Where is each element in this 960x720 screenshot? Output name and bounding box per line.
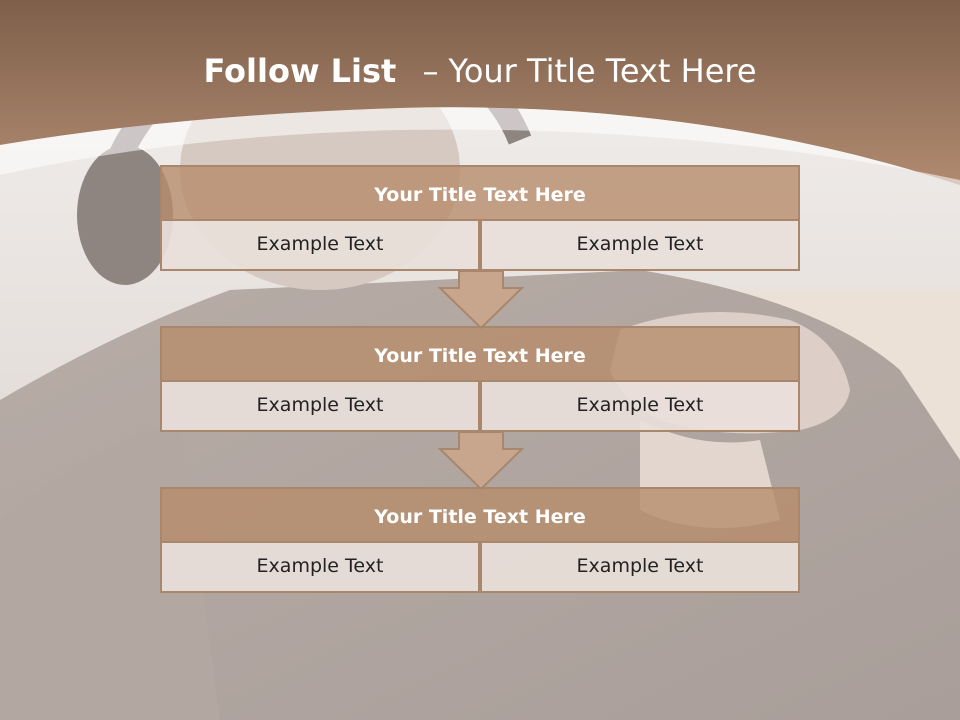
step-title: Your Title Text Here	[160, 326, 800, 382]
step-row: Example Text Example Text	[160, 221, 800, 271]
step-title: Your Title Text Here	[160, 165, 800, 221]
step-cell-left: Example Text	[160, 543, 480, 593]
step-cell-right: Example Text	[480, 221, 800, 271]
step-box-2: Your Title Text Here Example Text Exampl…	[160, 326, 800, 432]
slide-title-rest: Your Title Text Here	[448, 52, 757, 90]
step-cell-right: Example Text	[480, 543, 800, 593]
header-band	[0, 0, 960, 185]
slide-title-bold: Follow List	[203, 52, 397, 90]
slide-title-separator: –	[422, 52, 439, 90]
slide-title: Follow List –Your Title Text Here	[0, 52, 960, 90]
down-arrow-icon	[438, 431, 524, 491]
down-arrow-icon	[438, 270, 524, 330]
step-title: Your Title Text Here	[160, 487, 800, 543]
step-row: Example Text Example Text	[160, 382, 800, 432]
step-cell-left: Example Text	[160, 382, 480, 432]
step-cell-right: Example Text	[480, 382, 800, 432]
step-row: Example Text Example Text	[160, 543, 800, 593]
step-box-3: Your Title Text Here Example Text Exampl…	[160, 487, 800, 593]
step-cell-left: Example Text	[160, 221, 480, 271]
step-box-1: Your Title Text Here Example Text Exampl…	[160, 165, 800, 271]
